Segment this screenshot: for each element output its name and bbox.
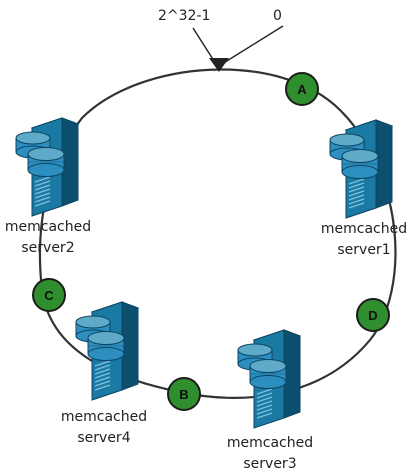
server4-icon [75, 301, 139, 401]
svg-text:server3: server3 [243, 456, 296, 472]
server1-label: memcached server1 [321, 221, 407, 258]
svg-text:C: C [44, 288, 54, 303]
hash-node-d: D [356, 298, 390, 332]
svg-text:memcached: memcached [61, 409, 147, 425]
server2-icon [15, 117, 79, 217]
svg-text:memcached: memcached [5, 219, 91, 235]
svg-text:memcached: memcached [227, 435, 313, 451]
svg-text:D: D [368, 308, 377, 323]
server2-label: memcached server2 [5, 219, 91, 256]
svg-text:B: B [179, 387, 188, 402]
server4-label: memcached server4 [61, 409, 147, 446]
svg-text:memcached: memcached [321, 221, 407, 237]
ring-zero-label: 0 [273, 8, 282, 24]
server3-label: memcached server3 [227, 435, 313, 472]
svg-text:server4: server4 [77, 430, 130, 446]
server1-icon [329, 119, 393, 219]
ring-origin-arrows [192, 25, 284, 65]
svg-text:A: A [297, 82, 307, 97]
svg-text:server2: server2 [21, 240, 74, 256]
server3-icon [237, 329, 301, 429]
svg-text:server1: server1 [337, 242, 390, 258]
hash-node-c: C [32, 278, 66, 312]
ring-max-label: 2^32-1 [158, 8, 210, 24]
ring-origin-arrowhead [209, 58, 229, 72]
hash-node-a: A [285, 72, 319, 106]
hash-node-b: B [167, 377, 201, 411]
